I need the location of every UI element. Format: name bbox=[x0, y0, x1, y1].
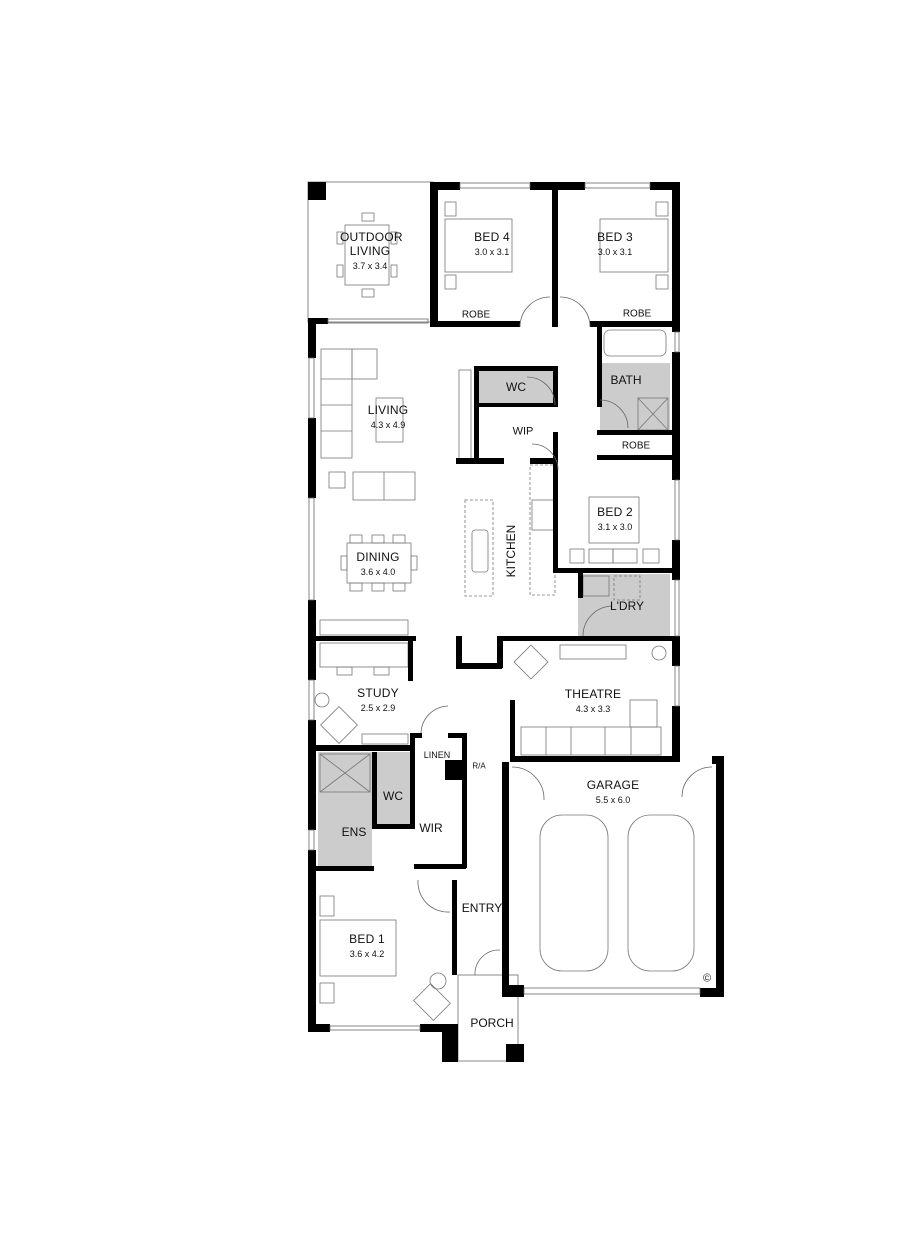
room-label-porch: PORCH bbox=[470, 1016, 514, 1031]
room-name: THEATRE bbox=[564, 686, 622, 701]
room-label-wip: WIP bbox=[512, 425, 534, 438]
room-label-living: LIVING 4.3 x 4.9 bbox=[367, 402, 409, 430]
room-label-entry: ENTRY bbox=[461, 901, 503, 916]
furniture bbox=[314, 201, 695, 1021]
room-dims: 3.6 x 4.0 bbox=[360, 566, 396, 577]
room-label-dining: DINING 3.6 x 4.0 bbox=[356, 549, 400, 577]
room-label-study: STUDY 2.5 x 2.9 bbox=[357, 685, 399, 713]
room-dims: 3.7 x 3.4 bbox=[352, 260, 388, 271]
windows bbox=[308, 182, 701, 1031]
room-label-theatre: THEATRE 4.3 x 3.3 bbox=[564, 686, 622, 714]
room-label-wir: WIR bbox=[419, 821, 443, 836]
room-dims: 4.3 x 3.3 bbox=[575, 703, 611, 714]
room-name: LIVING bbox=[367, 402, 409, 417]
room-label-garage: GARAGE 5.5 x 6.0 bbox=[586, 777, 640, 805]
walls bbox=[308, 182, 724, 1062]
room-label-linen: LINEN bbox=[423, 749, 451, 760]
room-label-robe-bed4: ROBE bbox=[461, 309, 491, 321]
room-dims: 2.5 x 2.9 bbox=[360, 702, 396, 713]
room-label-bath: BATH bbox=[610, 373, 642, 388]
room-label-wc-upper: WC bbox=[506, 380, 526, 395]
room-label-robe-bed2: ROBE bbox=[621, 440, 651, 452]
room-name: BED 1 bbox=[349, 931, 385, 946]
room-name: OUTDOOR LIVING bbox=[340, 230, 403, 258]
room-dims: 3.0 x 3.1 bbox=[597, 246, 633, 257]
room-name: BED 3 bbox=[597, 229, 633, 244]
copyright-icon: © bbox=[702, 972, 712, 985]
room-label-laundry: L'DRY bbox=[609, 599, 645, 614]
room-name: GARAGE bbox=[586, 777, 640, 792]
doors bbox=[417, 296, 713, 976]
room-label-bed-4: BED 4 3.0 x 3.1 bbox=[474, 229, 510, 257]
room-name: DINING bbox=[356, 549, 400, 564]
room-label-kitchen: KITCHEN bbox=[504, 524, 519, 578]
room-label-bed-3: BED 3 3.0 x 3.1 bbox=[597, 229, 633, 257]
room-dims: 3.1 x 3.0 bbox=[597, 521, 633, 532]
room-name: BED 2 bbox=[597, 504, 633, 519]
room-dims: 4.3 x 4.9 bbox=[370, 419, 406, 430]
room-label-wc-lower: WC bbox=[383, 789, 403, 804]
room-label-bed-1: BED 1 3.6 x 4.2 bbox=[349, 931, 385, 959]
room-label-ensuite: ENS bbox=[341, 825, 367, 840]
room-dims: 3.6 x 4.2 bbox=[349, 948, 385, 959]
room-label-ra: R/A bbox=[472, 761, 486, 771]
room-dims: 5.5 x 6.0 bbox=[595, 794, 631, 805]
room-dims: 3.0 x 3.1 bbox=[474, 246, 510, 257]
room-label-bed-2: BED 2 3.1 x 3.0 bbox=[597, 504, 633, 532]
room-label-robe-bed3: ROBE bbox=[622, 308, 652, 320]
room-name: BED 4 bbox=[474, 229, 510, 244]
room-label-outdoor-living: OUTDOOR LIVING 3.7 x 3.4 bbox=[340, 230, 403, 271]
room-name: STUDY bbox=[357, 685, 399, 700]
